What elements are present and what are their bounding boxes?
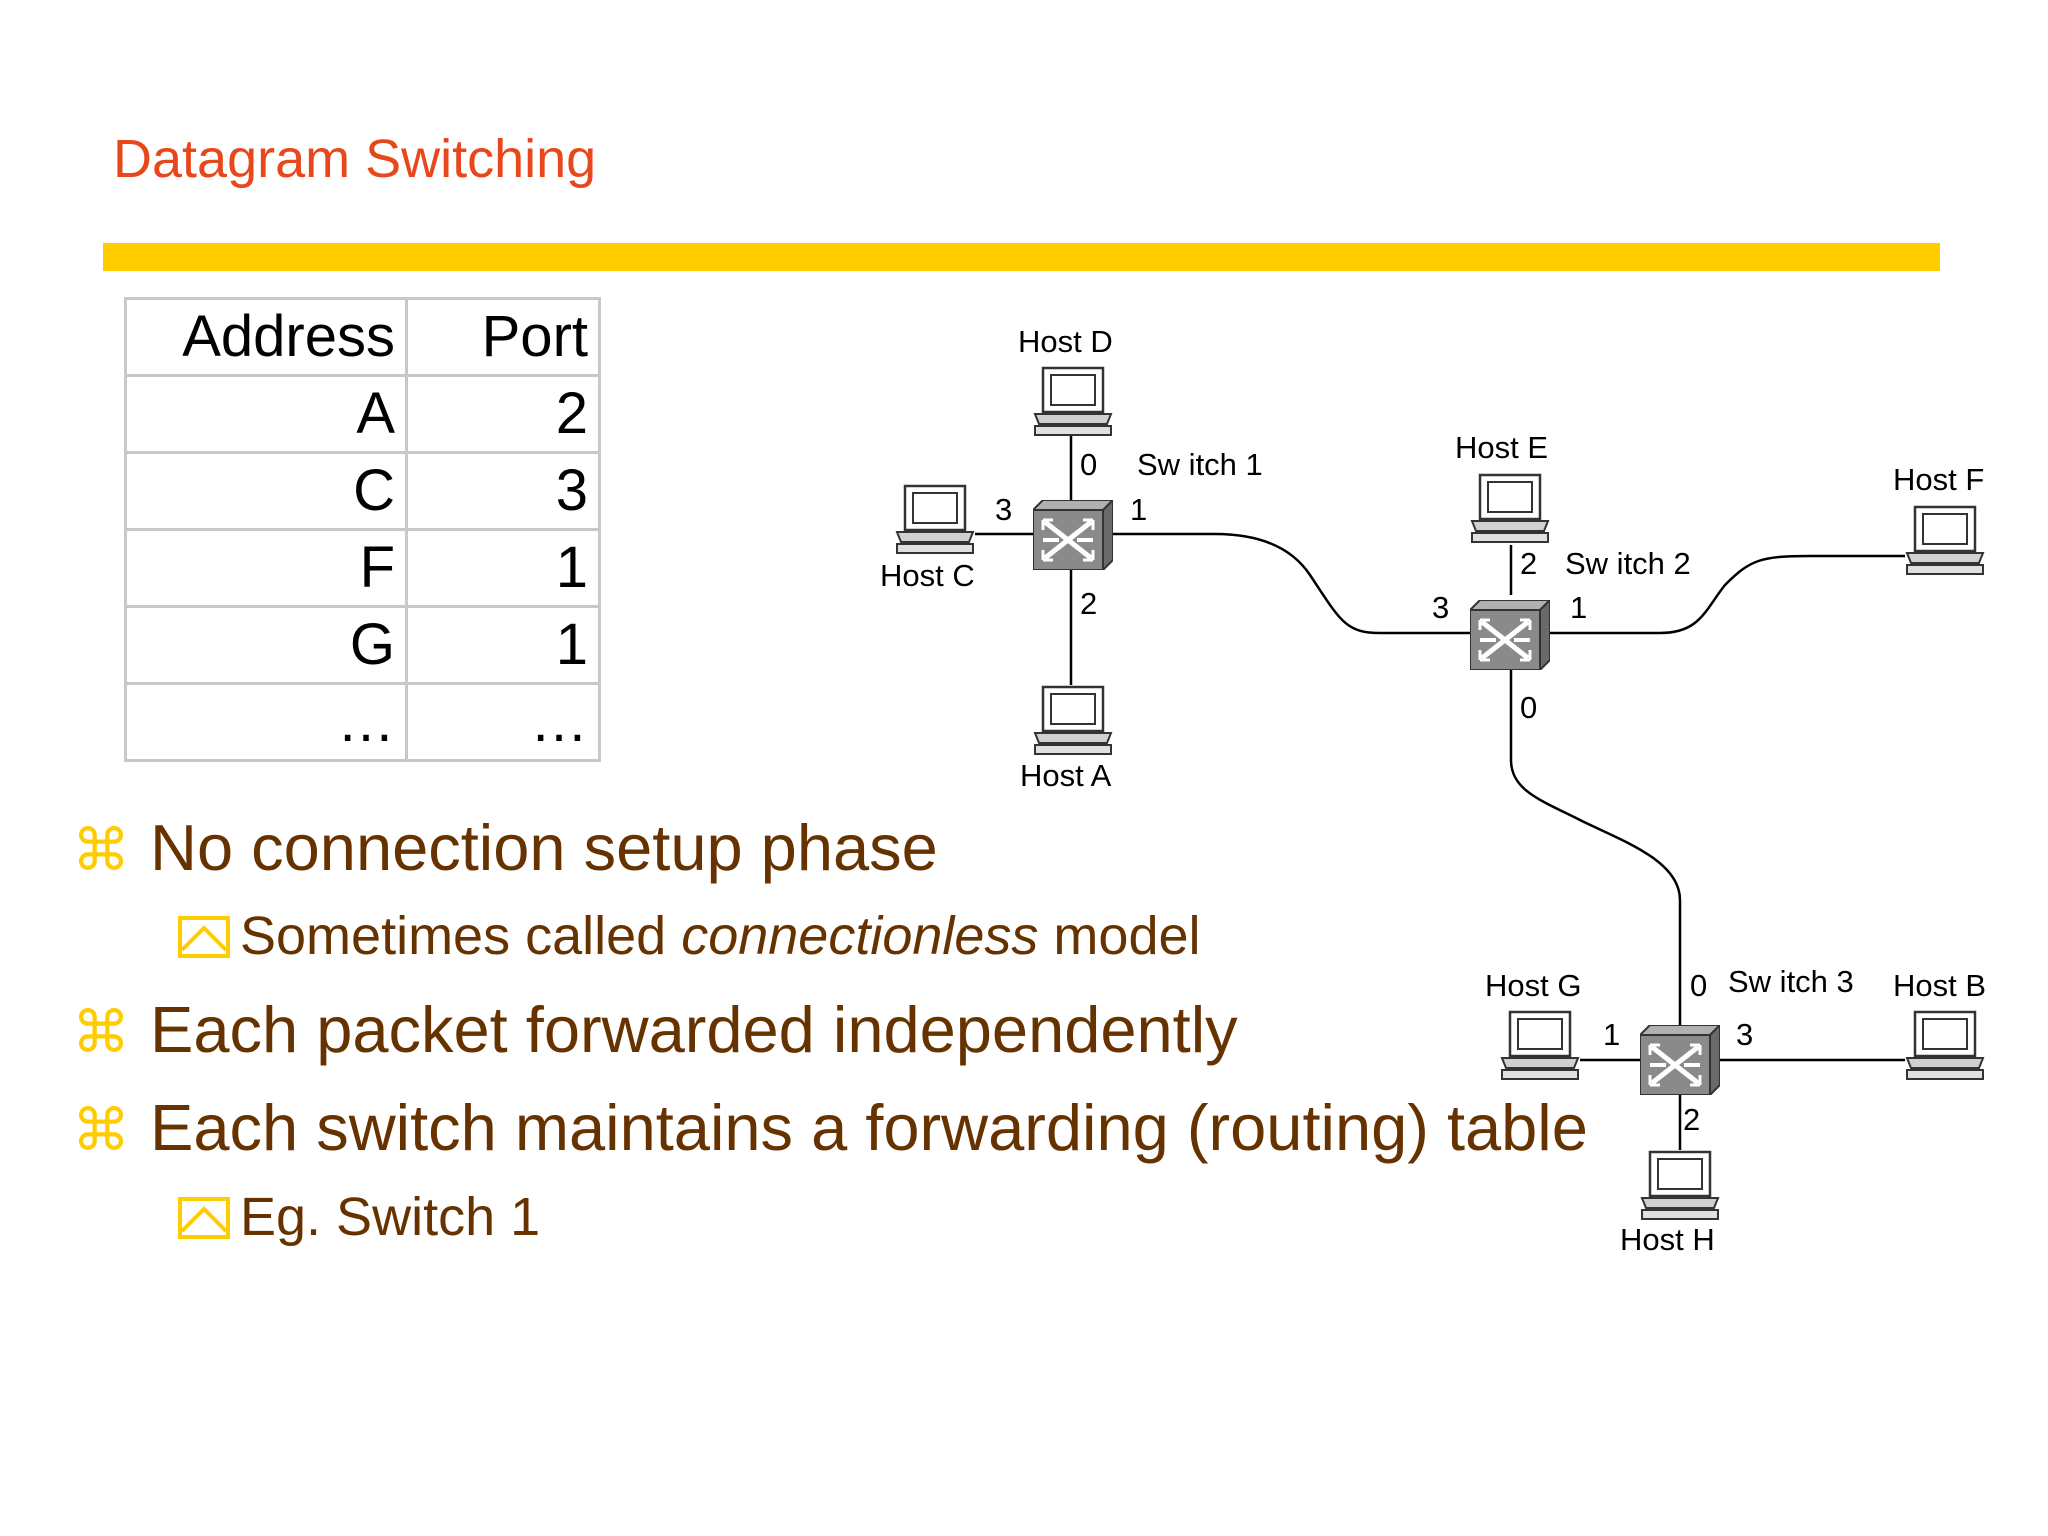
host-a-computer-icon [1033, 685, 1113, 756]
switch-2-label: Sw itch 2 [1565, 546, 1691, 581]
switch-3-port-1-label: 1 [1603, 1017, 1620, 1052]
host-f-label: Host F [1893, 462, 1984, 497]
bullet-text: Each switch maintains a forwarding (rout… [150, 1091, 1588, 1164]
bullet-text: Each packet forwarded independently [150, 993, 1238, 1066]
bullet-item: ⌘ Each packet forwarded independently [72, 992, 1238, 1067]
switch-3-port-2-label: 2 [1683, 1102, 1700, 1137]
switch-3-label: Sw itch 3 [1728, 964, 1854, 999]
host-f-computer-icon [1905, 505, 1985, 576]
table-row: F 1 [124, 528, 601, 608]
host-c-computer-icon [895, 484, 975, 555]
address-cell: … [124, 682, 408, 762]
host-b-computer-icon [1905, 1010, 1985, 1081]
envelope-icon [178, 1190, 230, 1239]
column-header-address: Address [124, 297, 408, 377]
switch-1-port-0-label: 0 [1080, 447, 1097, 482]
port-cell: 2 [405, 374, 601, 454]
title-divider-bar [103, 243, 1940, 271]
bullet-item: ⌘ No connection setup phase [72, 810, 938, 885]
table-row: C 3 [124, 451, 601, 531]
link-s1-s2 [1111, 532, 1470, 635]
address-cell: F [124, 528, 408, 608]
links [975, 430, 1905, 1150]
command-key-icon: ⌘ [72, 1096, 130, 1164]
switch-1-label: Sw itch 1 [1137, 447, 1263, 482]
host-g-label: Host G [1485, 968, 1581, 1003]
forwarding-table: Address Port A 2 C 3 F 1 G 1 … … [124, 297, 601, 762]
host-d-label: Host D [1018, 324, 1113, 359]
switch-1-port-1-label: 1 [1130, 492, 1147, 527]
envelope-icon [178, 909, 230, 958]
switch-2-port-2-label: 2 [1520, 546, 1537, 581]
sub-bullet-text-post: model [1038, 906, 1201, 966]
sub-bullet-text-emphasis: connectionless [681, 906, 1039, 966]
sub-bullet-text: Eg. Switch 1 [240, 1187, 541, 1247]
port-cell: … [405, 682, 601, 762]
sub-bullet-item: Eg. Switch 1 [178, 1186, 540, 1248]
port-cell: 1 [405, 605, 601, 685]
host-a-label: Host A [1020, 758, 1112, 793]
link-s2-host-f [1550, 554, 1905, 635]
host-e-label: Host E [1455, 430, 1548, 465]
switch-1-icon [1033, 500, 1113, 570]
switch-3-icon [1640, 1025, 1720, 1095]
address-cell: A [124, 374, 408, 454]
command-key-icon: ⌘ [72, 998, 130, 1066]
link-s2-s3 [1509, 670, 1682, 1025]
sub-bullet-item: Sometimes called connectionless model [178, 905, 1201, 967]
host-d-computer-icon [1033, 366, 1113, 437]
sub-bullet-text-pre: Sometimes called [240, 906, 682, 966]
switch-3-port-3-label: 3 [1736, 1017, 1753, 1052]
switch-2-port-3-label: 3 [1432, 590, 1449, 625]
host-h-computer-icon [1640, 1150, 1720, 1221]
switch-1-port-2-label: 2 [1080, 586, 1097, 621]
bullet-item: ⌘ Each switch maintains a forwarding (rou… [72, 1090, 1588, 1165]
column-header-port: Port [405, 297, 601, 377]
table-row: G 1 [124, 605, 601, 685]
address-cell: C [124, 451, 408, 531]
switch-1-port-3-label: 3 [995, 492, 1012, 527]
host-c-label: Host C [880, 558, 975, 593]
bullet-text: No connection setup phase [150, 811, 938, 884]
host-g-computer-icon [1500, 1010, 1580, 1081]
host-h-label: Host H [1620, 1222, 1715, 1257]
table-row: A 2 [124, 374, 601, 454]
slide-title: Datagram Switching [113, 129, 597, 189]
address-cell: G [124, 605, 408, 685]
switch-2-icon [1470, 600, 1550, 670]
port-cell: 3 [405, 451, 601, 531]
switch-2-port-0-label: 0 [1520, 690, 1537, 725]
port-cell: 1 [405, 528, 601, 608]
table-row: … … [124, 682, 601, 762]
switch-2-port-1-label: 1 [1570, 590, 1587, 625]
host-e-computer-icon [1470, 473, 1550, 544]
switch-3-port-0-label: 0 [1690, 968, 1707, 1003]
command-key-icon: ⌘ [72, 816, 130, 884]
host-b-label: Host B [1893, 968, 1986, 1003]
table-header-row: Address Port [124, 297, 601, 377]
